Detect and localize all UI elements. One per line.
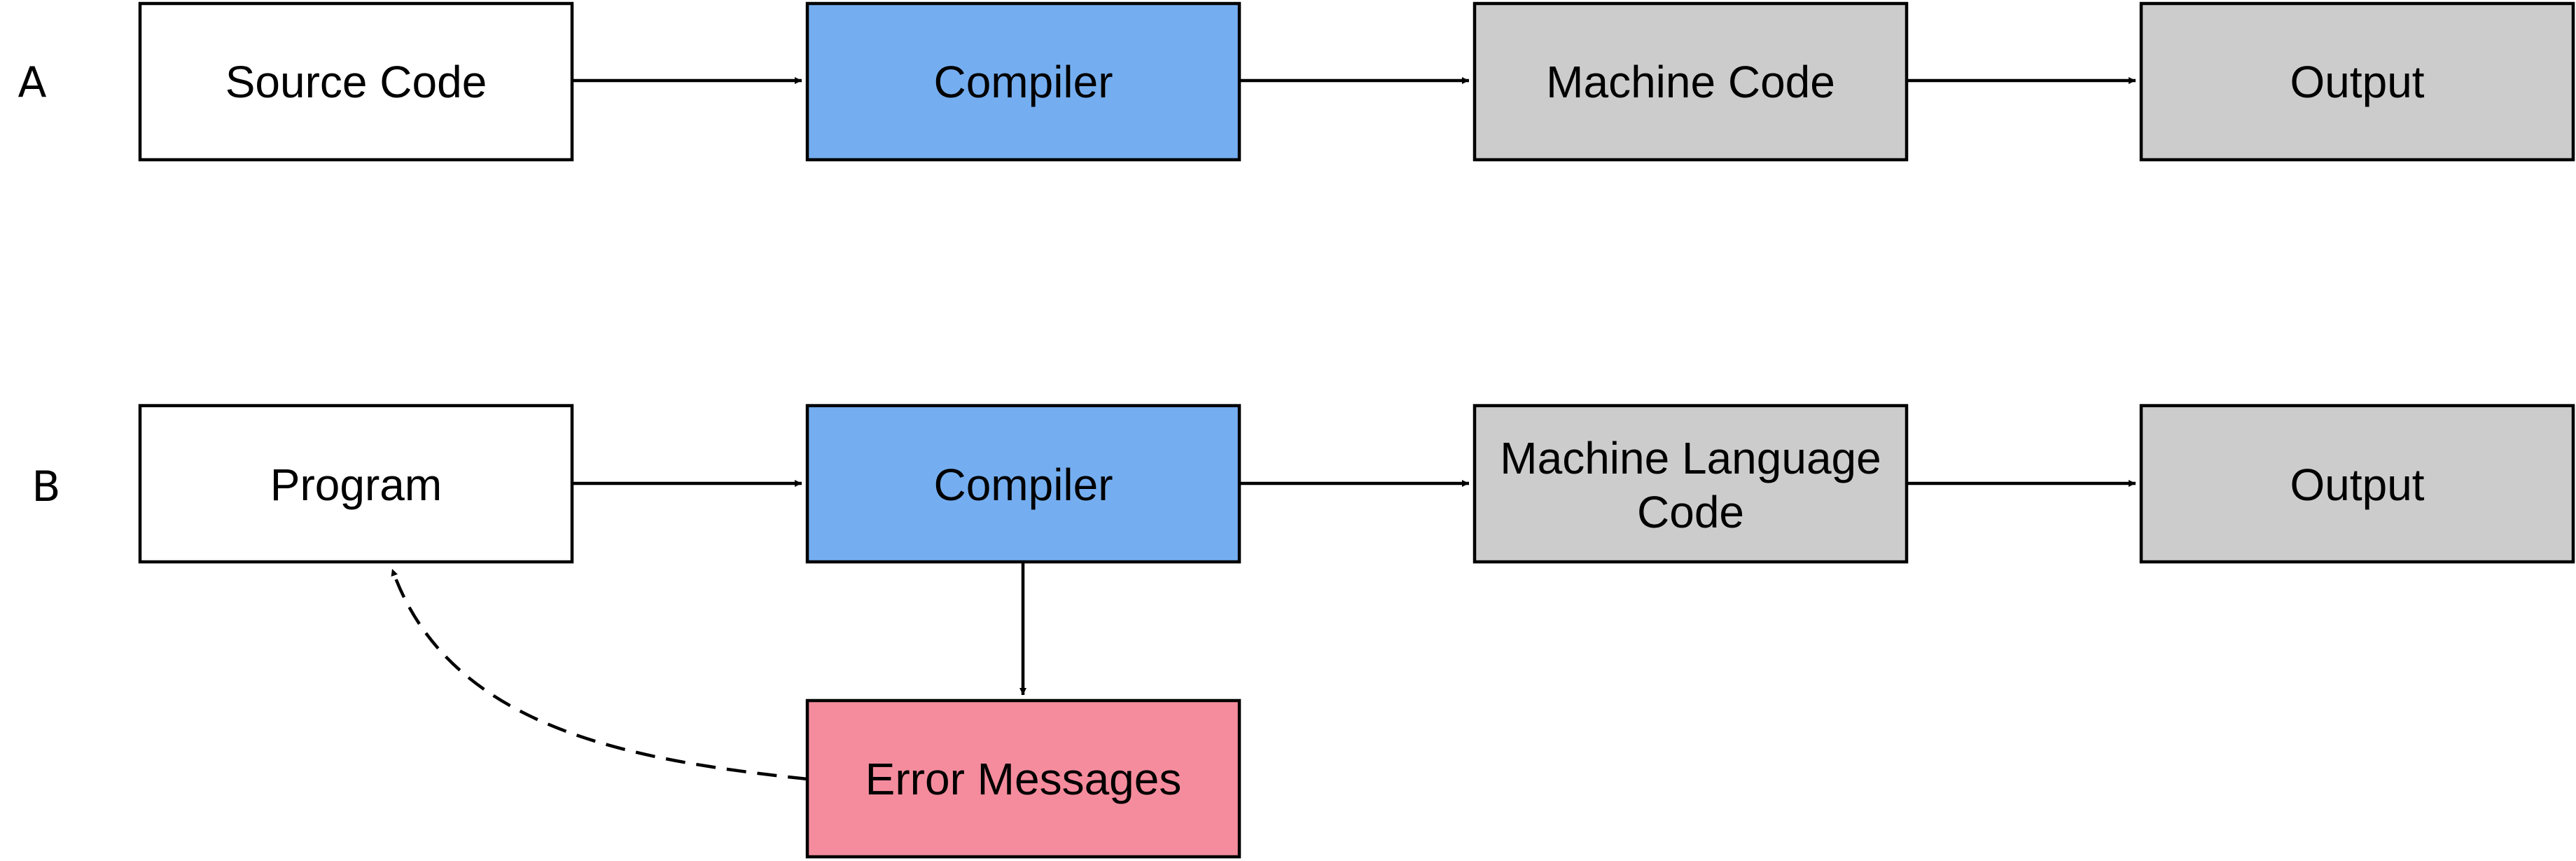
- node-output-b-label: Output: [2290, 460, 2424, 510]
- node-source-code: Source Code: [138, 1, 574, 162]
- edge-error-messages-to-program-dashed: [390, 568, 808, 781]
- node-program-box: [138, 404, 574, 564]
- row-letters: A B: [18, 58, 60, 511]
- node-machine-code: Machine Code: [1473, 1, 1909, 162]
- node-output-b: Output: [2139, 404, 2575, 564]
- node-machine-language-code-label-line-2: Code: [1637, 487, 1744, 537]
- node-output-a-box: [2139, 1, 2575, 162]
- node-source-code-label: Source Code: [225, 57, 487, 107]
- node-output-a-label: Output: [2290, 57, 2424, 107]
- node-compiler-a-box: [805, 1, 1241, 162]
- node-machine-language-code: Machine Language Code: [1473, 404, 1909, 564]
- row-letter-b: B: [32, 462, 60, 511]
- node-machine-language-code-box: [1473, 404, 1909, 564]
- node-machine-code-label: Machine Code: [1546, 57, 1835, 107]
- node-compiler-b-box: [805, 404, 1241, 564]
- row-letter-a: A: [18, 58, 46, 107]
- nodes-layer: Source Code Compiler Machine Code Output…: [138, 1, 2575, 859]
- node-output-a: Output: [2139, 1, 2575, 162]
- node-compiler-a: Compiler: [805, 1, 1241, 162]
- node-source-code-box: [138, 1, 574, 162]
- node-program-label: Program: [270, 460, 442, 510]
- node-output-b-box: [2139, 404, 2575, 564]
- node-compiler-a-label: Compiler: [933, 57, 1113, 107]
- node-error-messages: Error Messages: [805, 698, 1241, 859]
- node-program: Program: [138, 404, 574, 564]
- edges-layer: [390, 77, 2136, 781]
- node-machine-language-code-label-line-1: Machine Language: [1500, 433, 1881, 483]
- node-compiler-b-label: Compiler: [933, 460, 1113, 510]
- node-error-messages-box: [805, 698, 1241, 859]
- node-error-messages-label: Error Messages: [865, 754, 1182, 804]
- node-machine-code-box: [1473, 1, 1909, 162]
- node-compiler-b: Compiler: [805, 404, 1241, 564]
